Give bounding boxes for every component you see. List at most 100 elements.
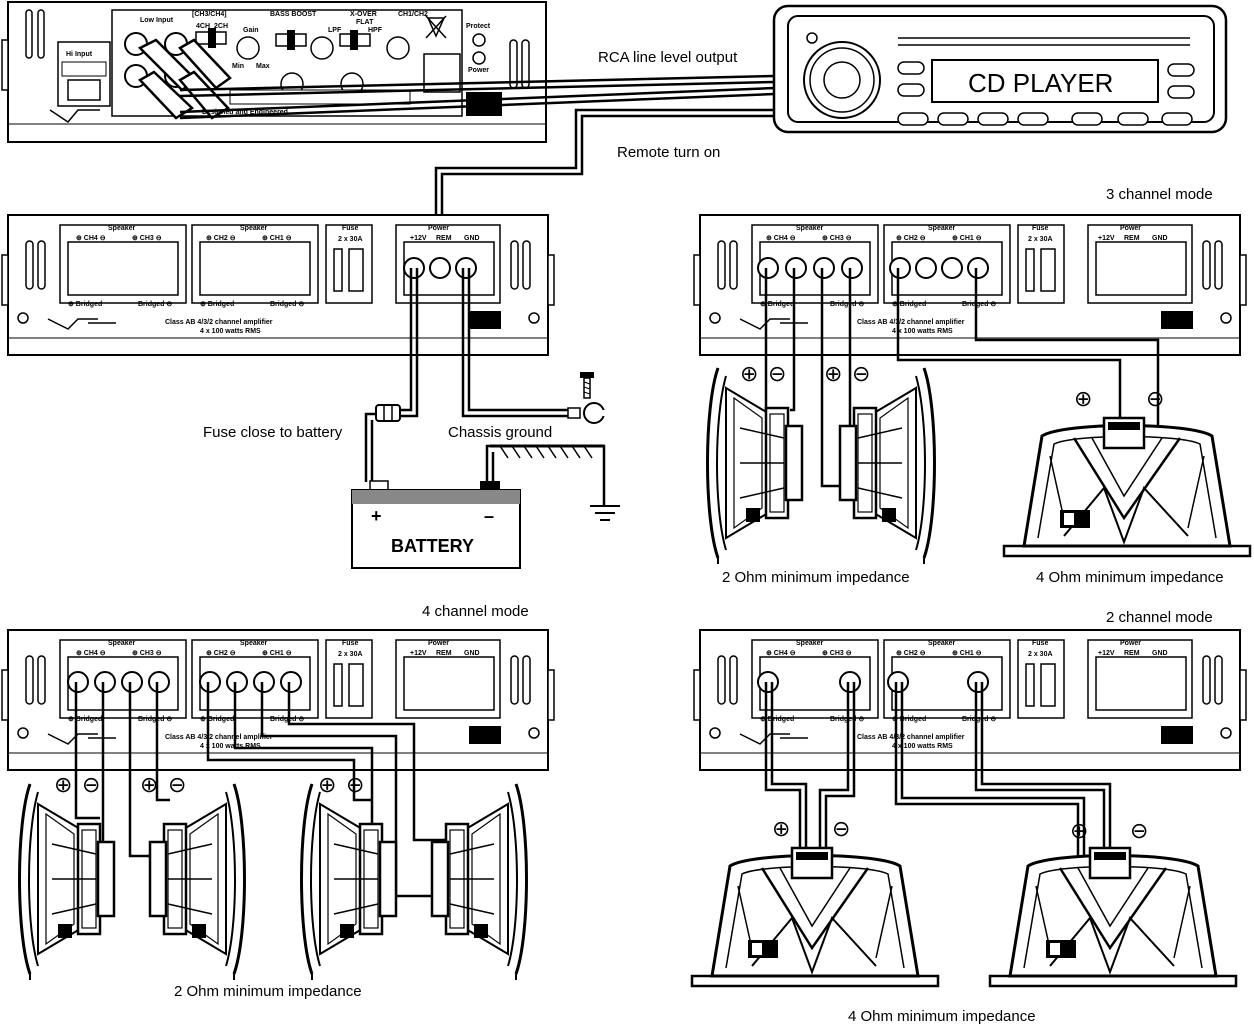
speaker-icon	[706, 366, 804, 566]
amp-ch2-label: ⊕ CH2 ⊖	[206, 650, 236, 657]
amp-ch1-label: ⊕ CH1 ⊖	[952, 235, 982, 242]
protect-label: Protect	[466, 23, 491, 30]
amp-speaker-label: Speaker	[796, 225, 824, 232]
amp-gnd-label: GND	[464, 235, 480, 242]
amp-bridged-label: ⊕ Bridged	[200, 301, 234, 308]
amp-2ch: Speaker Speaker Fuse 2 x 30A Power ⊕ CH4…	[693, 629, 1247, 771]
amp-12v-label: +12V	[410, 650, 427, 657]
amp-speaker-label: Speaker	[928, 640, 956, 647]
amp-ch2-label: ⊕ CH2 ⊖	[896, 235, 926, 242]
speaker-icon	[148, 782, 246, 982]
minus-icon: ⊖	[168, 772, 186, 797]
amp-desc-line1: Class AB 4/3/2 channel amplifier	[165, 319, 273, 326]
hpf-label: HPF	[368, 27, 383, 34]
power-led-label: Power	[468, 67, 489, 74]
battery-plus-icon: +	[371, 506, 382, 526]
subwoofer-icon	[690, 846, 940, 988]
amp-ch4-label: ⊕ CH4 ⊖	[76, 235, 106, 242]
minus-icon: ⊖	[1130, 818, 1148, 843]
minus-icon: ⊖	[82, 772, 100, 797]
amp-bridged-label: ⊕ Bridged	[760, 301, 794, 308]
plus-icon: ⊕	[1070, 818, 1088, 843]
amp-ch2-label: ⊕ CH2 ⊖	[206, 235, 236, 242]
amp-fuse-label: Fuse	[1032, 640, 1048, 647]
amp-ch4-label: ⊕ CH4 ⊖	[76, 650, 106, 657]
amp-speaker-label: Speaker	[108, 640, 136, 647]
battery-label: BATTERY	[391, 536, 474, 556]
impedance-2ohm-4ch: 2 Ohm minimum impedance	[174, 983, 362, 1000]
amp-power-label: Power	[428, 225, 449, 232]
subwoofer-icon	[1002, 416, 1252, 558]
minus-icon: ⊖	[832, 816, 850, 841]
top-amplifier: Hi Input Low Input [CH3/CH4] 4CH 2CH BAS…	[1, 1, 547, 143]
amp-fuse-rating: 2 x 30A	[1028, 651, 1053, 658]
amp-fuse-label: Fuse	[1032, 225, 1048, 232]
amp-fuse-rating: 2 x 30A	[338, 651, 363, 658]
amp-ch3-label: ⊕ CH3 ⊖	[822, 650, 852, 657]
amp-ch3-label: ⊕ CH3 ⊖	[132, 650, 162, 657]
xover-label: X-OVER	[350, 11, 377, 18]
amp-12v-label: +12V	[1098, 650, 1115, 657]
amp-power-label: Power	[1120, 225, 1141, 232]
amp-rem-label: REM	[1124, 650, 1140, 657]
rca-cables	[179, 74, 775, 120]
amp-fuse-label: Fuse	[342, 640, 358, 647]
speaker-icon	[18, 782, 116, 982]
plus-icon: ⊕	[772, 816, 790, 841]
rca-plug-icon	[124, 32, 232, 120]
minus-icon: ⊖	[346, 772, 364, 797]
amp-fuse-rating: 2 x 30A	[1028, 236, 1053, 243]
mode-3ch-label: 3 channel mode	[1106, 186, 1213, 203]
screw-icon	[580, 372, 594, 399]
amp-speaker-label: Speaker	[796, 640, 824, 647]
amp-power-label: Power	[428, 640, 449, 647]
amp-rem-label: REM	[436, 235, 452, 242]
weee-bin-icon	[425, 15, 447, 39]
amp-bridged-label: Bridged ⊖	[962, 301, 996, 308]
amp-desc-line1: Class AB 4/3/2 channel amplifier	[857, 319, 965, 326]
amp-ch1-label: ⊕ CH1 ⊖	[262, 235, 292, 242]
amp-power-label: Power	[1120, 640, 1141, 647]
ch34-selector-label: [CH3/CH4]	[192, 11, 227, 18]
amp-desc-line1: Class AB 4/3/2 channel amplifier	[165, 734, 273, 741]
mode-2ch-label: 2 channel mode	[1106, 609, 1213, 626]
wires-2ch	[764, 682, 1112, 856]
amp-speaker-label: Speaker	[928, 225, 956, 232]
mode-4ch-label: 4 channel mode	[422, 603, 529, 620]
amp-ch2-label: ⊕ CH2 ⊖	[896, 650, 926, 657]
plus-icon: ⊕	[740, 361, 758, 386]
fuse-close-label: Fuse close to battery	[203, 424, 343, 441]
plus-icon: ⊕	[1074, 386, 1092, 411]
plus-icon: ⊕	[140, 772, 158, 797]
lpf-label: LPF	[328, 27, 342, 34]
cd-player: CD PLAYER	[772, 4, 1228, 134]
plus-icon: ⊕	[318, 772, 336, 797]
amp-gnd-label: GND	[464, 650, 480, 657]
amp-ch1-label: ⊕ CH1 ⊖	[262, 650, 292, 657]
subwoofer-icon	[988, 846, 1238, 988]
chassis-ground-label: Chassis ground	[448, 424, 552, 441]
amp-desc-line2: 4 x 100 watts RMS	[200, 743, 261, 750]
amp-ch1-label: ⊕ CH1 ⊖	[952, 650, 982, 657]
amp-rem-label: REM	[436, 650, 452, 657]
amp-ch3-label: ⊕ CH3 ⊖	[132, 235, 162, 242]
gain-label: Gain	[243, 27, 259, 34]
amp-desc-line2: 4 x 100 watts RMS	[892, 328, 953, 335]
amp-desc-line2: 4 x 100 watts RMS	[892, 743, 953, 750]
amp-ch3-label: ⊕ CH3 ⊖	[822, 235, 852, 242]
flat-label: FLAT	[356, 19, 374, 26]
amp-speaker-label: Speaker	[108, 225, 136, 232]
remote-turn-on-label: Remote turn on	[617, 144, 720, 161]
speaker-icon	[430, 782, 528, 982]
amp-fuse-rating: 2 x 30A	[338, 236, 363, 243]
amp-bridged-label: Bridged ⊖	[270, 716, 304, 723]
amp-desc-line2: 4 x 100 watts RMS	[200, 328, 261, 335]
speaker-icon	[838, 366, 936, 566]
amp-desc-line1: Class AB 4/3/2 channel amplifier	[857, 734, 965, 741]
impedance-2ohm-3ch: 2 Ohm minimum impedance	[722, 569, 910, 586]
amp-bridged-label: Bridged ⊖	[138, 301, 172, 308]
amp-ch4-label: ⊕ CH4 ⊖	[766, 650, 796, 657]
power-wiring	[364, 268, 568, 482]
impedance-4ohm-3ch: 4 Ohm minimum impedance	[1036, 569, 1224, 586]
cd-player-display: CD PLAYER	[968, 68, 1113, 98]
